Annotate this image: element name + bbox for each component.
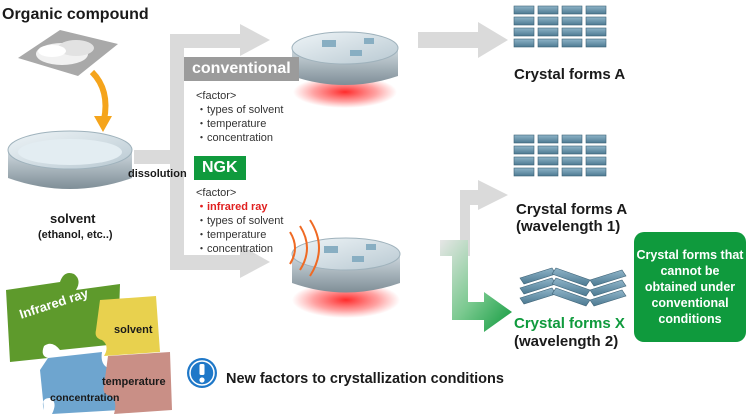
crystal-forms-a-image [513, 5, 607, 48]
organic-compound-image [18, 30, 118, 76]
info-icon [187, 358, 217, 388]
conventional-dish-image [291, 31, 399, 108]
organic-compound-title: Organic compound [2, 6, 149, 23]
factor-item: types of solvent [196, 214, 283, 228]
callout-box: Crystal forms that cannot be obtained un… [634, 232, 746, 342]
factor-heading: <factor> [196, 187, 237, 199]
puzzle-pieces [6, 273, 172, 414]
callout-text: Crystal forms that cannot be obtained un… [636, 248, 744, 326]
solvent-label: solvent [50, 211, 96, 226]
factor-item: temperature [196, 228, 283, 242]
factor-heading: <factor> [196, 90, 237, 102]
new-factors-note: New factors to crystallization condition… [226, 371, 504, 387]
dissolution-label: dissolution [128, 168, 187, 180]
crystal-forms-x-label: Crystal forms X [514, 315, 625, 332]
pour-arrow [89, 69, 109, 121]
factor-item: types of solvent [196, 103, 283, 117]
puzzle-solvent-label: solvent [114, 324, 153, 336]
crystal-forms-x-image [519, 267, 627, 307]
solvent-sub-label: (ethanol, etc..) [38, 229, 113, 241]
wavelength-1-label: (wavelength 1) [516, 218, 621, 235]
ngk-factor-list: <factor> infrared ray types of solvent t… [196, 186, 283, 256]
conventional-factor-list: <factor> types of solvent temperature co… [196, 89, 283, 145]
puzzle-temperature-label: temperature [102, 376, 166, 388]
factor-item: temperature [196, 117, 283, 131]
infrared-waves [289, 219, 320, 277]
green-arrow [440, 240, 512, 332]
crystal-forms-a2-label: Crystal forms A [516, 201, 628, 218]
solvent-dish-image [7, 130, 133, 189]
factor-item: concentration [196, 242, 283, 256]
ngk-badge: NGK [194, 156, 246, 180]
crystal-forms-a-label: Crystal forms A [514, 66, 626, 83]
crystal-forms-a2-image [513, 134, 607, 177]
conventional-badge: conventional [184, 57, 299, 81]
factor-item: concentration [196, 131, 283, 145]
ngk-dish-image [291, 237, 401, 318]
factor-item-infrared: infrared ray [196, 200, 283, 214]
wavelength-2-label: (wavelength 2) [514, 333, 619, 350]
puzzle-concentration-label: concentration [50, 392, 120, 404]
